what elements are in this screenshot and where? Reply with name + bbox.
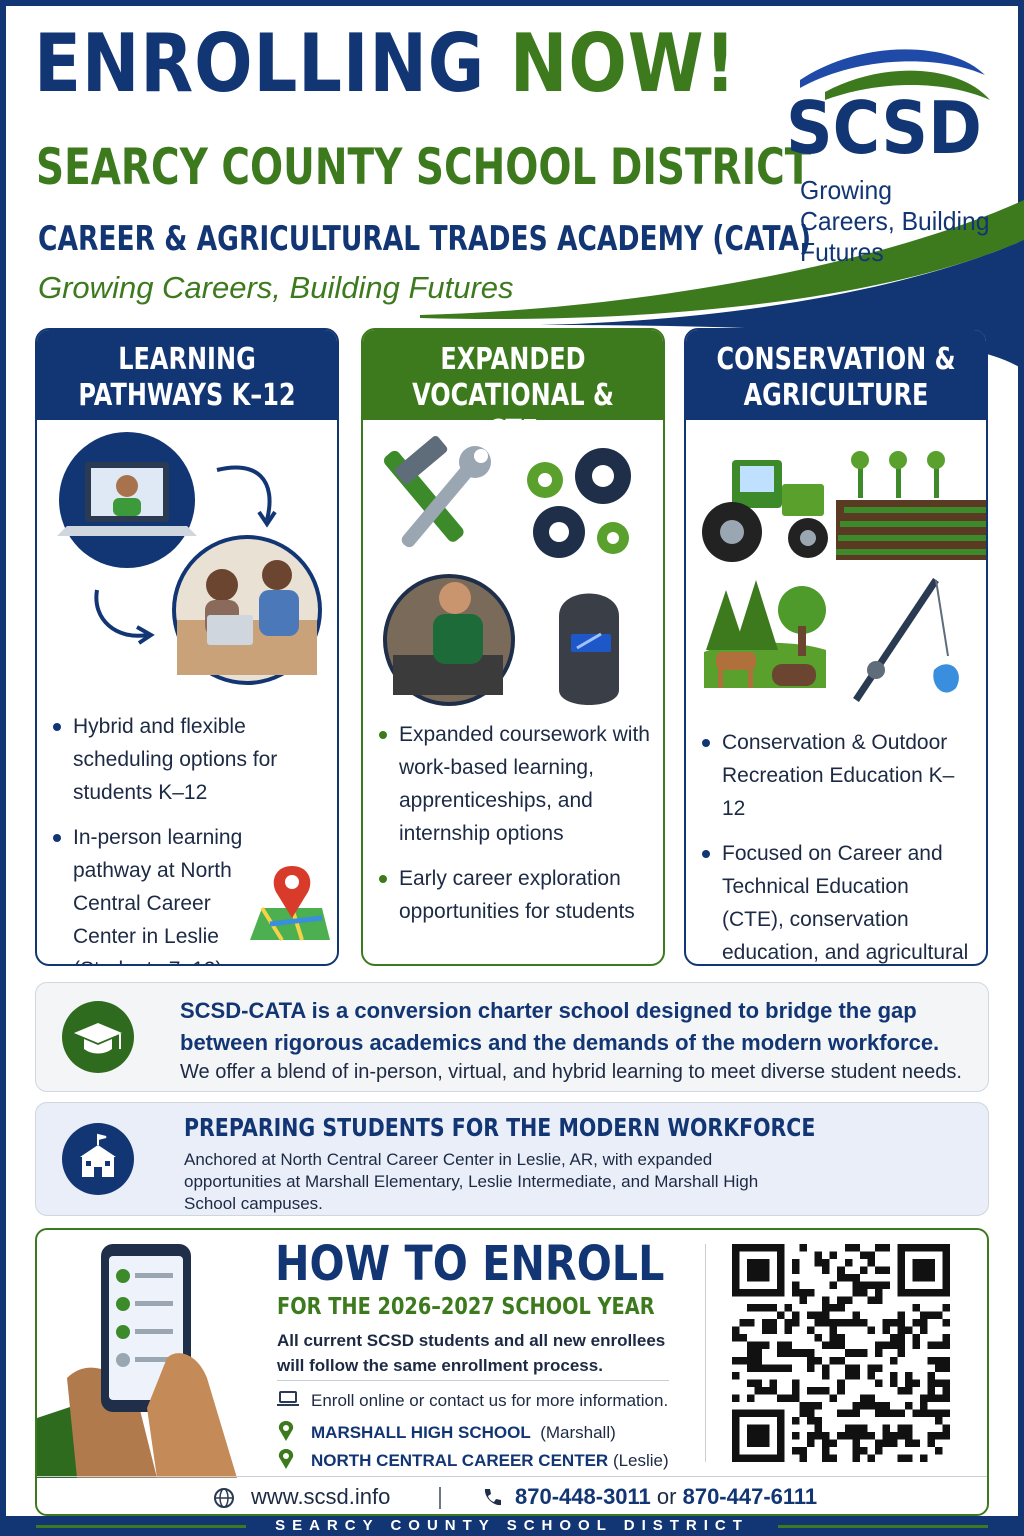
website-link[interactable]: www.scsd.info — [251, 1484, 391, 1509]
phone-icon — [481, 1487, 503, 1514]
footer-accent-left — [36, 1525, 246, 1528]
qr-code[interactable] — [732, 1244, 950, 1462]
workforce-body: Anchored at North Central Career Center … — [184, 1150, 759, 1213]
district-name: SEARCY COUNTY SCHOOL DISTRICT — [36, 138, 812, 196]
gears-icon — [527, 448, 631, 558]
column-illustrations — [363, 420, 663, 710]
scsd-logo-arcs — [800, 49, 990, 100]
divider — [439, 1487, 441, 1509]
academy-name: CAREER & AGRICULTURAL TRADES ACADEMY (CA… — [38, 219, 812, 259]
column-conservation-agriculture: CONSERVATION & AGRICULTURE — [684, 328, 988, 966]
list-item: Hybrid and flexible scheduling options f… — [53, 710, 325, 809]
column-illustrations — [686, 420, 986, 720]
globe-icon — [213, 1487, 235, 1514]
footer-accent-right — [778, 1525, 988, 1528]
list-item: Conservation & Outdoor Recreation Educat… — [702, 726, 974, 825]
column-illustrations — [37, 420, 337, 710]
tagline: Growing Careers, Building Futures — [38, 270, 514, 305]
list-item: Expanded coursework with work-based lear… — [379, 718, 651, 850]
phone-numbers: 870-448-3011 or 870-447-6111 — [515, 1484, 818, 1509]
enroll-panel: HOW TO ENROLL FOR THE 2026–2027 SCHOOL Y… — [35, 1228, 989, 1516]
column-vocational-cte: EXPANDED VOCATIONAL & CTE Expanded c — [361, 328, 665, 966]
hammer-wrench-icon — [383, 435, 631, 706]
map-pin-icon — [250, 866, 330, 942]
location-row: MARSHALL HIGH SCHOOL (Marshall) — [277, 1420, 616, 1447]
graduation-cap-icon — [62, 1001, 134, 1073]
footer-bar: SEARCY COUNTY SCHOOL DISTRICT — [0, 1516, 1024, 1536]
divider — [705, 1244, 706, 1462]
location-row: NORTH CENTRAL CAREER CENTER (Leslie) — [277, 1448, 669, 1475]
workforce-headline: PREPARING STUDENTS FOR THE MODERN WORKFO… — [184, 1113, 816, 1142]
column-title: LEARNING PATHWAYS K–12 — [37, 330, 337, 420]
workforce-info-panel: PREPARING STUDENTS FOR THE MODERN WORKFO… — [35, 1102, 989, 1216]
divider — [277, 1380, 669, 1381]
laptop-icon — [277, 1390, 299, 1413]
phone-link[interactable]: 870-447-6111 — [682, 1484, 818, 1509]
list-item: Focused on Career and Technical Educatio… — [702, 837, 974, 964]
location-pin-icon — [277, 1420, 299, 1447]
column-title: EXPANDED VOCATIONAL & CTE — [363, 330, 663, 449]
enroll-subheading: FOR THE 2026–2027 SCHOOL YEAR — [277, 1294, 655, 1320]
phone-link[interactable]: 870-448-3011 — [515, 1484, 651, 1509]
charter-body: We offer a blend of in-person, virtual, … — [180, 1061, 962, 1083]
column-bullets: Hybrid and flexible scheduling options f… — [37, 710, 337, 964]
school-building-icon — [62, 1123, 134, 1195]
list-item: Early career exploration opportunities f… — [379, 862, 651, 928]
enroll-heading: HOW TO ENROLL — [275, 1236, 665, 1292]
logo-wordmark: SCSD — [786, 86, 982, 170]
main-title: ENROLLING NOW! — [34, 17, 737, 110]
logo-tagline: Growing Careers, Building Futures — [800, 175, 990, 268]
crop-field-icon — [836, 451, 986, 560]
footer-text: SEARCY COUNTY SCHOOL DISTRICT — [275, 1517, 749, 1534]
enroll-note: All current SCSD students and all new en… — [277, 1331, 666, 1375]
phone-checklist-icon — [37, 1244, 237, 1478]
laptop-video-call-icon — [57, 432, 322, 685]
tractor-icon — [702, 451, 986, 702]
wildlife-forest-icon — [704, 580, 826, 688]
charter-info-panel: SCSD-CATA is a conversion charter school… — [35, 982, 989, 1092]
contact-bar: www.scsd.info 870-448-3011 or 870-447-61… — [37, 1476, 987, 1514]
enroll-online-row: Enroll online or contact us for more inf… — [277, 1390, 668, 1413]
list-item: In-person learning pathway at North Cent… — [53, 821, 273, 964]
column-bullets: Conservation & Outdoor Recreation Educat… — [686, 726, 986, 964]
column-bullets: Expanded coursework with work-based lear… — [363, 718, 663, 928]
charter-headline: SCSD-CATA is a conversion charter school… — [180, 998, 940, 1055]
column-title: CONSERVATION & AGRICULTURE — [686, 330, 986, 420]
column-learning-pathways: LEARNING PATHWAYS K–12 Hybrid and flexib… — [35, 328, 339, 966]
fishing-rod-icon — [853, 578, 959, 702]
location-pin-icon — [277, 1448, 299, 1475]
